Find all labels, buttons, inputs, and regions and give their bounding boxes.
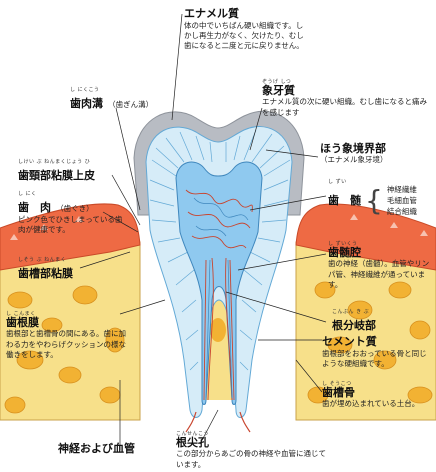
enamel-desc: 体の中でいちばん硬い組織です。しかし再生力がなく、欠けたり、むし歯になると二度と…: [184, 21, 304, 51]
cej-note: （エナメル象牙境）: [320, 156, 388, 165]
alveolar-mucosa-title: 歯槽部粘膜: [18, 267, 73, 280]
label-pdl: し こんまく 歯根膜 歯根部と歯槽骨の間にある。歯に加わる力をやわらげクッション…: [6, 312, 126, 360]
pdl-desc: 歯根部と歯槽骨の間にある。歯に加わる力をやわらげクッションの様な働きをします。: [6, 329, 126, 359]
label-nerve-vessel: 神経および血管: [58, 438, 135, 456]
pulp-item-capillary: 毛細血管: [387, 196, 417, 207]
label-alveolar-bone: し そうこつ 歯槽骨 歯が埋め込まれている土台。: [322, 382, 434, 410]
junctional-epithelium-ruby: しけい ぶ ねんまくじょう ひ: [18, 160, 95, 166]
dentin-title: 象牙質: [262, 85, 434, 98]
apical-foramen-desc: この部分からあごの骨の神経や血管に通じています。: [176, 449, 332, 469]
cementum-title: セメント質: [322, 336, 434, 349]
label-cej: ほう象境界部 （エナメル象牙境）: [320, 143, 388, 164]
gum-groove-ruby: し にくこう: [70, 88, 153, 94]
nerve-vessel-title: 神経および血管: [58, 442, 135, 455]
pulp-cavity-desc: 歯の神経（歯髄）。血管やリンパ管、神経繊維が通っています。: [328, 259, 432, 289]
gingiva-desc: ピンク色でひきしまっている歯肉が健康です。: [18, 215, 126, 235]
label-root-branch: こんぶん き ぶ 根分岐部: [332, 310, 376, 333]
junctional-epithelium-title: 歯頸部粘膜上皮: [18, 169, 95, 182]
label-enamel: エナメル質 体の中でいちばん硬い組織です。しかし再生力がなく、欠けたり、むし歯に…: [184, 8, 304, 51]
label-gingiva: し にく 歯 肉 （歯ぐき） ピンク色でひきしまっている歯肉が健康です。: [18, 192, 126, 235]
label-cementum: セメント質 歯根部をおおっている骨と同じような硬組織です。: [322, 336, 434, 369]
pulp-item-nerve: 神経繊維: [387, 185, 417, 196]
gingiva-ruby: し にく: [18, 192, 126, 198]
gingiva-note: （歯ぐき）: [56, 204, 94, 213]
label-alveolar-mucosa: しそう ぶ ねんまく 歯槽部粘膜: [18, 258, 73, 281]
apical-foramen-title: 根尖孔: [176, 437, 332, 450]
pulp-brace: {: [365, 187, 383, 215]
root-branch-ruby: こんぶん き ぶ: [332, 310, 376, 316]
label-pulp: し ずい 歯 髄 { 神経繊維 毛細血管 結合組織: [328, 180, 417, 217]
gingiva-title: 歯 肉: [18, 201, 51, 214]
gum-groove-note: （歯ぎん溝）: [108, 100, 153, 109]
pulp-item-connective: 結合組織: [387, 207, 417, 218]
cej-title: ほう象境界部: [320, 143, 388, 156]
pulp-items: 神経繊維 毛細血管 結合組織: [387, 185, 417, 218]
pulp-cavity-title: 歯髄腔: [328, 247, 432, 260]
cementum-desc: 歯根部をおおっている骨と同じような硬組織です。: [322, 349, 434, 369]
gum-groove-title: 歯肉溝: [70, 97, 103, 110]
alveolar-bone-desc: 歯が埋め込まれている土台。: [322, 399, 434, 409]
pdl-title: 歯根膜: [6, 317, 126, 330]
label-apical-foramen: こんせんこう 根尖孔 この部分からあごの骨の神経や血管に通じています。: [176, 432, 332, 470]
label-gum-groove: し にくこう 歯肉溝 （歯ぎん溝）: [70, 88, 153, 111]
label-pulp-cavity: し ずいくう 歯髄腔 歯の神経（歯髄）。血管やリンパ管、神経繊維が通っています。: [328, 242, 432, 290]
alveolar-mucosa-ruby: しそう ぶ ねんまく: [18, 258, 73, 264]
label-junctional-epithelium: しけい ぶ ねんまくじょう ひ 歯頸部粘膜上皮: [18, 160, 95, 183]
dentin-desc: エナメル質の次に硬い組織。むし歯になると痛みを感じます: [262, 97, 434, 117]
enamel-title: エナメル質: [184, 8, 304, 21]
pulp-title: 歯 髄: [328, 195, 361, 208]
root-branch-title: 根分岐部: [332, 319, 376, 332]
label-dentin: ぞうげ しつ 象牙質 エナメル質の次に硬い組織。むし歯になると痛みを感じます: [262, 80, 434, 118]
alveolar-bone-title: 歯槽骨: [322, 387, 434, 400]
